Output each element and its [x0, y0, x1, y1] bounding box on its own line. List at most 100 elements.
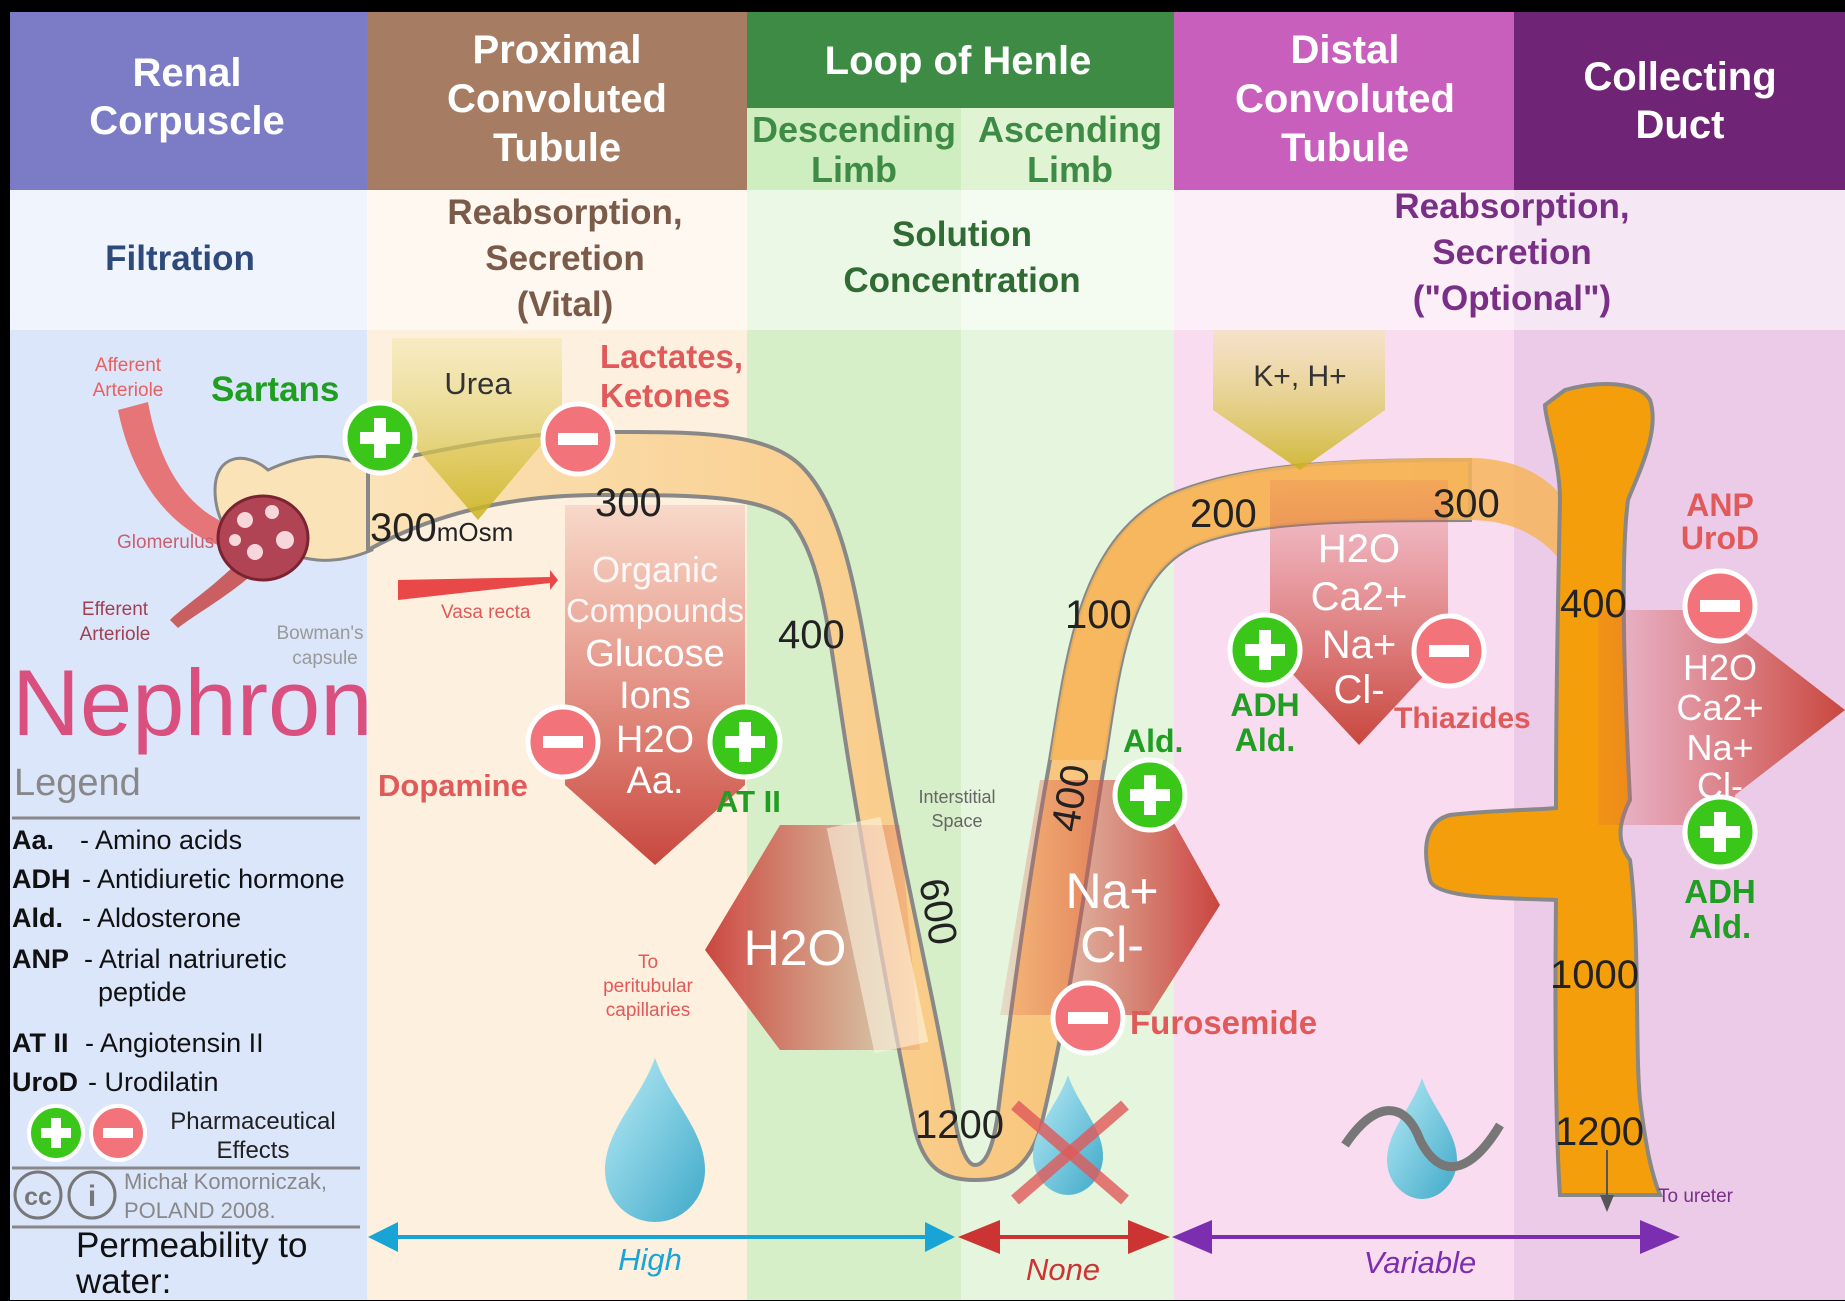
label-interstitial-line2: Space	[931, 811, 982, 831]
header-proximal-line1: Proximal	[473, 28, 642, 72]
afferent-arteriole	[118, 402, 252, 628]
legend-plus-icon	[27, 1104, 85, 1162]
label-peritubular-line1: To	[638, 952, 658, 973]
header-distal-line2: Convoluted	[1235, 77, 1455, 121]
loop-nacl-arrow	[1000, 780, 1220, 1015]
function-proximal-line1: Reabsorption,	[447, 193, 682, 232]
legend-abbr-ald: Ald.	[12, 903, 63, 933]
label-dct-na: Na+	[1322, 623, 1397, 667]
osm-300-top: 300	[595, 481, 662, 525]
legend-abbr-anp: ANP	[12, 944, 69, 974]
plus-icon-ald-loop	[1112, 757, 1188, 833]
permeability-label-line1: Permeability to	[76, 1226, 307, 1265]
label-na-loop: Na+	[1065, 863, 1158, 919]
label-afferent-line2: Arteriole	[93, 380, 164, 401]
permeability-high: High	[618, 1242, 682, 1277]
label-efferent-line2: Arteriole	[80, 624, 151, 645]
drug-ald-dct: Ald.	[1235, 722, 1295, 758]
function-distal-line3: ("Optional")	[1413, 279, 1611, 318]
label-cd-h2o: H2O	[1683, 647, 1757, 688]
plus-icon-at2	[707, 704, 783, 780]
title-nephron: Nephron	[12, 650, 373, 755]
label-bowmans-line2: capsule	[292, 648, 358, 669]
label-h2o-proximal: H2O	[616, 719, 694, 761]
label-ions: Ions	[619, 675, 691, 717]
function-row: Filtration Reabsorption, Secretion (Vita…	[105, 187, 1630, 324]
urea-arrow	[392, 338, 562, 520]
legend-text-urod: - Urodilatin	[88, 1067, 219, 1097]
function-filtration: Filtration	[105, 239, 255, 278]
legend-abbr-urod: UroD	[12, 1067, 78, 1097]
attribution-icon: i	[67, 1170, 117, 1220]
glomerulus	[216, 494, 310, 582]
label-dct-ca: Ca2+	[1311, 575, 1408, 619]
drug-lactates-line1: Lactates,	[600, 338, 743, 375]
legend-abbr-aa: Aa.	[12, 825, 54, 855]
minus-icon-furosemide	[1050, 980, 1126, 1056]
plus-icon-sartans	[342, 400, 418, 476]
legend-abbr-at2: AT II	[12, 1028, 69, 1058]
label-cl-loop: Cl-	[1080, 917, 1144, 973]
collecting-reabsorption-arrow	[1598, 610, 1845, 825]
drug-lactates-line2: Ketones	[600, 377, 730, 414]
osm-1200-loop: 1200	[915, 1103, 1004, 1147]
label-k-h: K+, H+	[1253, 360, 1346, 393]
ureter-arrowhead	[1600, 1195, 1614, 1212]
loop-h2o-band	[826, 816, 929, 1054]
label-dct-cl: Cl-	[1333, 668, 1384, 712]
label-compounds: Compounds	[566, 592, 744, 629]
drug-anp: ANP	[1686, 487, 1754, 523]
drug-ald-loop: Ald.	[1123, 723, 1183, 759]
header-distal-line1: Distal	[1291, 28, 1400, 72]
credit-line2: POLAND 2008.	[124, 1198, 276, 1223]
osmolarity-labels: 300mOsm 300 400 600 1200 400 100 200 300…	[370, 481, 1644, 1154]
permeability-none: None	[1026, 1252, 1100, 1287]
water-drop-crossed-icon	[1011, 1075, 1129, 1205]
function-loop-line2: Concentration	[843, 261, 1080, 300]
drug-sartans: Sartans	[211, 370, 339, 409]
osm-400-desc: 400	[778, 613, 845, 657]
label-vasa-recta: Vasa recta	[441, 602, 531, 623]
label-cd-na: Na+	[1686, 727, 1753, 768]
osm-300-start: 300mOsm	[370, 506, 513, 550]
legend-abbr-adh: ADH	[12, 864, 71, 894]
legend-pharma-line2: Effects	[217, 1137, 290, 1164]
attribution-mark: i	[88, 1180, 96, 1213]
osm-1000: 1000	[1550, 953, 1639, 997]
header-loop: Loop of Henle	[825, 39, 1092, 83]
drug-urod: UroD	[1681, 520, 1759, 556]
distal-tubule	[1050, 458, 1575, 760]
drug-dopamine: Dopamine	[378, 768, 528, 803]
drug-thiazides: Thiazides	[1394, 702, 1531, 735]
osm-200: 200	[1190, 492, 1257, 536]
drug-furosemide: Furosemide	[1130, 1004, 1317, 1041]
vasa-recta-arrow	[398, 570, 558, 600]
header-ascending-line2: Limb	[1027, 149, 1113, 190]
plus-icon-adh-dct	[1227, 612, 1303, 688]
label-bowmans-line1: Bowman's	[276, 623, 363, 644]
legend-text-ald: - Aldosterone	[82, 903, 241, 933]
permeability-arrows	[368, 1220, 1680, 1254]
distal-reabsorption-arrow	[1270, 480, 1448, 745]
collecting-duct	[1424, 382, 1663, 1197]
label-aa: Aa.	[626, 760, 683, 802]
header-proximal-line2: Convoluted	[447, 77, 667, 121]
label-efferent-line1: Efferent	[82, 599, 149, 620]
drug-at2: AT II	[716, 784, 781, 819]
minus-icon-lactates	[540, 401, 616, 477]
cc-license-mark: cc	[24, 1183, 52, 1211]
minus-icon-dopamine	[525, 704, 601, 780]
label-glucose: Glucose	[585, 633, 724, 675]
water-drop-icon-high	[605, 1058, 705, 1222]
header-row: Renal Corpuscle Proximal Convoluted Tubu…	[10, 12, 1845, 190]
osm-1200-cd: 1200	[1555, 1110, 1644, 1154]
permeability-label-line2: water:	[75, 1262, 171, 1301]
water-drop-wave-icon	[1341, 1078, 1504, 1199]
osm-400-cd: 400	[1560, 582, 1627, 626]
legend-text-aa: - Amino acids	[80, 825, 242, 855]
label-cd-ca: Ca2+	[1676, 687, 1763, 728]
credit-line1: Michał Komorniczak,	[124, 1169, 327, 1194]
legend-text-anp: - Atrial natriuretic	[84, 944, 287, 974]
label-afferent-line1: Afferent	[95, 355, 162, 376]
